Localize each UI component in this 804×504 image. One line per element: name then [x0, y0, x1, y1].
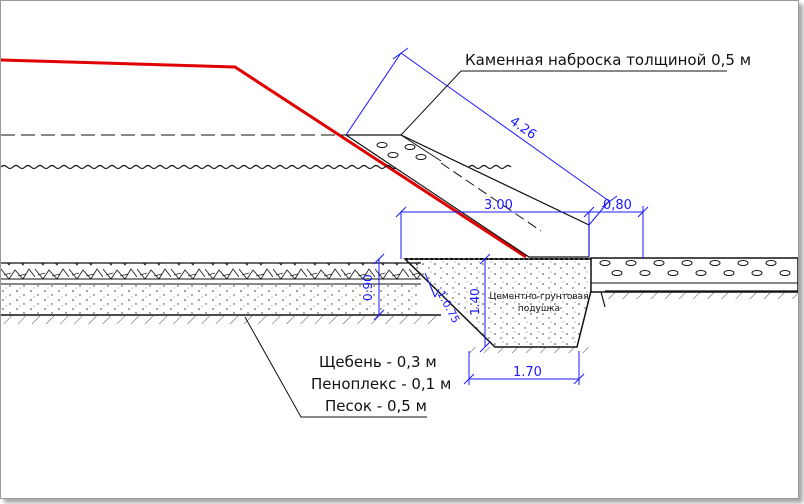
- stone-fill-ellipses: [376, 142, 427, 160]
- stone-fill-block: [344, 134, 590, 258]
- dim-pit-depth: 1.40: [468, 288, 482, 315]
- penoplex-label: Пеноплекс - 0,1 м: [311, 375, 451, 393]
- dim-pit-bottom: 1.70: [513, 365, 542, 380]
- road-stone-layer: [590, 257, 798, 293]
- dim-berm-width: 3.00: [484, 198, 513, 213]
- slope-line: [1, 58, 527, 259]
- sand-layer: [1, 285, 421, 315]
- dim-end-width: 0,80: [603, 198, 632, 213]
- cushion-label-line1: Цементно-грунтовая: [489, 292, 588, 302]
- cross-section-drawing: Каменная наброска толщиной 0,5 м Цементн…: [1, 47, 798, 418]
- gravel-layer: [1, 263, 421, 279]
- dim-slope-length: 4.26: [507, 114, 539, 143]
- road-ellipses: [599, 260, 791, 276]
- leader-lines: [244, 70, 727, 418]
- stone-fill-label: Каменная наброска толщиной 0,5 м: [465, 51, 751, 69]
- crushed-stone-label: Щебень - 0,3 м: [319, 353, 437, 371]
- dimension-lines: [345, 47, 649, 385]
- cement-soil-cushion: [403, 258, 600, 348]
- cushion-label-line2: подушка: [518, 304, 560, 314]
- sand-label: Песок - 0,5 м: [325, 397, 427, 415]
- dim-layer-height: 0.90: [361, 274, 375, 301]
